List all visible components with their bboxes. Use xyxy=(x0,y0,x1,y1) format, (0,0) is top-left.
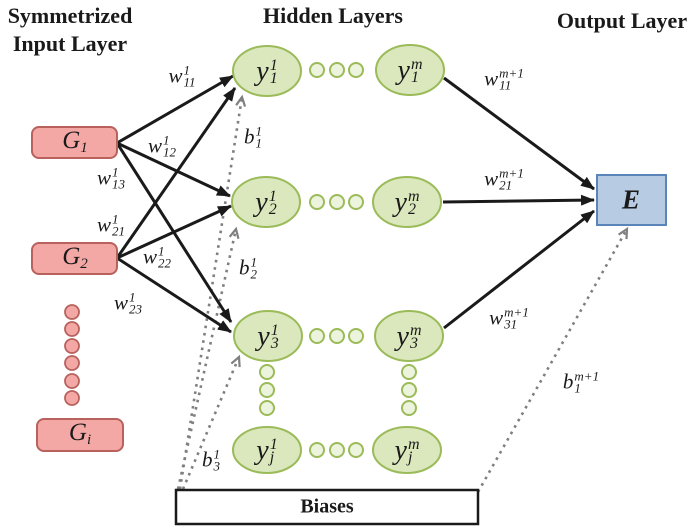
arrow-y3m-to-e xyxy=(443,209,595,330)
arrow-g2-to-y1-1 xyxy=(115,87,237,259)
input-node-gi xyxy=(36,418,124,452)
hidden-layer-shapes xyxy=(231,44,445,474)
input-layer-title-line2: Input Layer xyxy=(12,31,128,56)
input-layer-shapes xyxy=(31,126,124,452)
hidden-node-y3-m xyxy=(374,310,444,362)
hidden-node-y1-1 xyxy=(232,45,302,97)
arrow-g2-to-y3-1 xyxy=(116,256,232,334)
hidden-node-yj-1 xyxy=(232,426,302,474)
biases-box xyxy=(174,488,480,526)
arrow-g1-to-y1-1 xyxy=(116,74,234,145)
bias-arrow-to-y3-1 xyxy=(181,354,241,490)
hidden-layers-title: Hidden Layers xyxy=(263,3,403,28)
input-layer-title: Symmetrized Input Layer xyxy=(0,2,140,58)
hidden-vertical-dots xyxy=(259,364,417,416)
input-node-g2 xyxy=(31,242,118,275)
input-layer-title-line1: Symmetrized xyxy=(7,3,133,28)
bias-arrow-to-e xyxy=(476,226,629,493)
output-node-e-label: E xyxy=(621,184,641,215)
arrow-y1m-to-e xyxy=(443,76,595,191)
bias-arrows xyxy=(176,94,629,493)
output-layer-title: Output Layer xyxy=(556,8,688,33)
input-node-g1 xyxy=(31,126,118,159)
hidden-node-y2-m xyxy=(372,176,442,228)
hidden-node-y1-m xyxy=(375,44,445,96)
arrow-y2m-to-e xyxy=(442,194,595,206)
hidden-to-output-arrows xyxy=(442,76,595,330)
hidden-horizontal-dots xyxy=(309,62,364,458)
input-ellipsis-dots xyxy=(64,304,80,406)
biases-box-label: Biases xyxy=(300,495,354,518)
output-node-e xyxy=(596,174,667,226)
hidden-node-yj-m xyxy=(372,426,442,474)
arrow-g1-to-y2-1 xyxy=(116,141,231,198)
hidden-node-y3-1 xyxy=(233,310,303,362)
input-to-hidden-arrows xyxy=(115,74,237,334)
hidden-node-y2-1 xyxy=(231,176,301,228)
arrow-g2-to-y2-1 xyxy=(116,204,232,260)
